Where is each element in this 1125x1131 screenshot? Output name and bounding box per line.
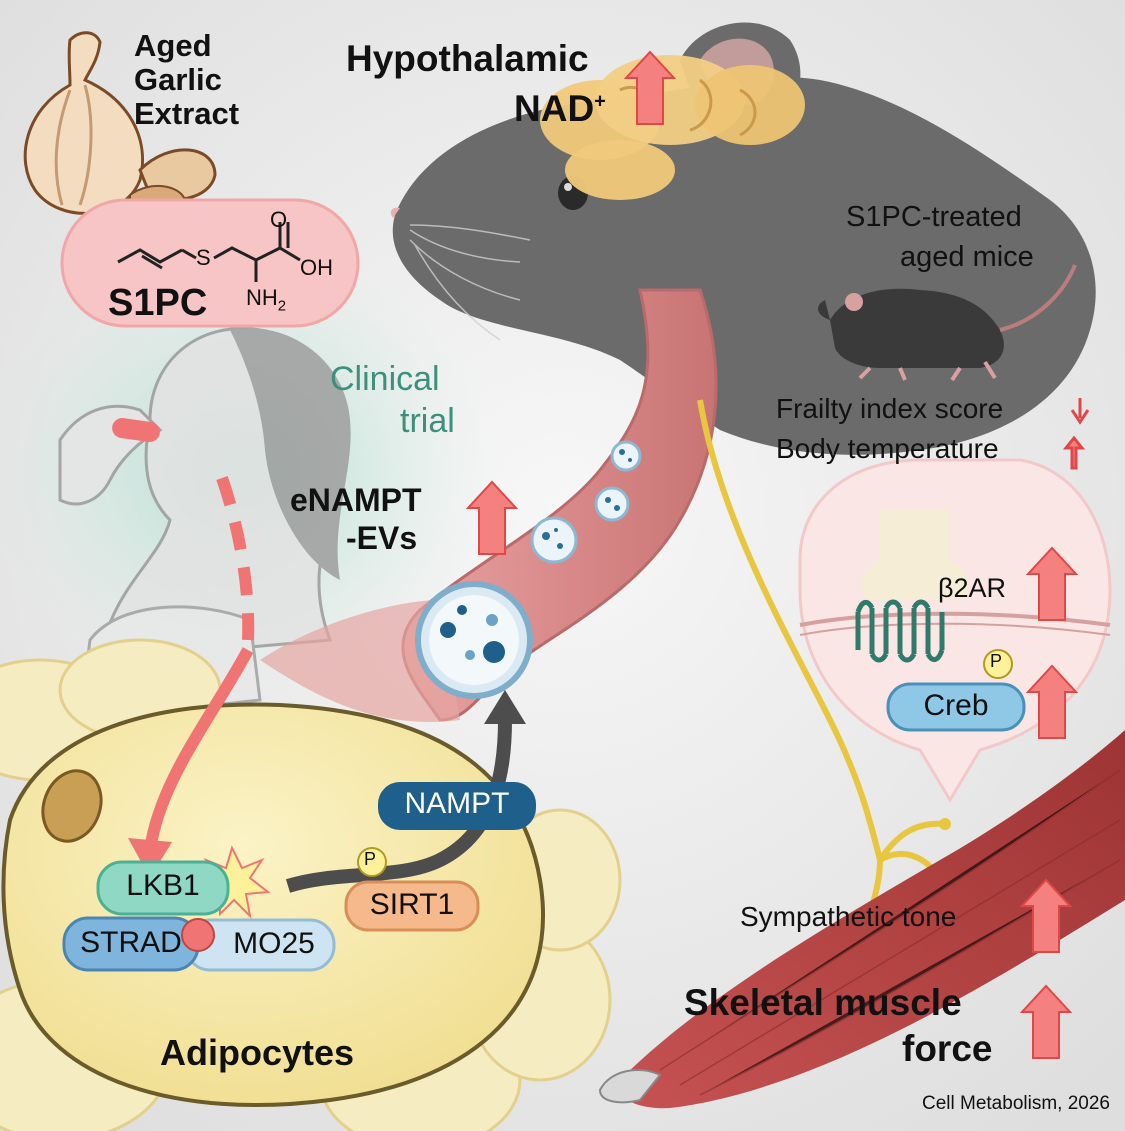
creb-p-label: P [990,651,1003,671]
s1pc-label: S1PC [108,282,208,324]
sirt1-pill [344,880,480,932]
nad-up-icon [623,50,677,125]
frailty-down-icon [1070,398,1090,425]
garlic-label-1: Aged [134,28,212,63]
creb-label: Creb [923,689,989,722]
walking-mouse-icon [818,264,1077,382]
sirt1-label: SIRT1 [369,888,455,921]
muscle-fibers [659,769,1121,1096]
nad-superscript: + [594,90,606,113]
mice-label-2: aged mice [900,241,1034,273]
s1pc-pill [60,198,360,328]
skeletal-muscle [619,730,1125,1109]
enampt-up-icon [465,480,519,555]
b2ar-receptor-icon [855,599,945,663]
body-temp-label: Body temperature [776,433,999,464]
mo25-label: MO25 [233,927,315,960]
chem-nh2: NH2 [246,286,286,314]
clinical-label-2: trial [400,402,455,440]
secretion-arrowhead [484,690,526,724]
small-arrows [1062,398,1090,470]
creb-phospho [983,649,1013,679]
ingestion-dashed-path [216,476,255,641]
nampt-pill [378,782,536,830]
enampt-label-2: -EVs [346,520,418,556]
creb-pill [886,682,1026,732]
adipocytes-label: Adipocytes [160,1032,355,1073]
sympathetic-label: Sympathetic tone [740,901,957,932]
sirt1-p-label: P [364,849,377,869]
temperature-up-icon [1062,435,1086,470]
s1pc-structure [117,222,301,282]
extracellular-vesicles [415,440,642,699]
b2ar-label: β2AR [938,573,1007,603]
s1pc-uptake-arrow [144,647,254,851]
hypothalamic-label: Hypothalamic [346,38,589,79]
frailty-label: Frailty index score [776,393,1004,424]
sirt1-phospho [357,847,387,877]
synapse-inset [798,458,1112,803]
chem-o: O [270,207,288,232]
nerve-terminal [861,510,969,600]
s1pc-uptake-arrowhead [128,838,172,878]
chem-nh-subscript: 2 [277,297,287,315]
nad-text: NAD [514,88,595,129]
whiskers [409,224,531,341]
muscle-up-icon [1019,984,1073,1059]
muscle-label-2: force [902,1028,993,1069]
clinical-label-1: Clinical [330,360,440,398]
garlic-label-2: Garlic [134,62,222,97]
enampt-label-1: eNAMPT [290,482,422,518]
chem-oh: OH [300,255,333,280]
nucleus [41,769,103,843]
sympathetic-up-icon [1019,878,1073,953]
mice-label-1: S1PC-treated [846,201,1022,233]
up-arrows [465,50,1079,1059]
lkb1-label: LKB1 [126,869,200,902]
citation-label: Cell Metabolism, 2026 [922,1093,1110,1114]
capsule-icon [112,418,160,442]
creb-up-icon [1025,664,1079,739]
garlic-label-3: Extract [134,96,240,131]
nad-label: NAD+ [514,88,606,129]
muscle-label-1: Skeletal muscle [684,982,962,1023]
tendon [598,1069,662,1104]
lkb1-pill [96,860,230,916]
b2ar-up-icon [1025,546,1079,621]
chem-nh: NH [246,285,278,310]
chem-s: S [196,245,211,270]
nampt-label: NAMPT [404,787,510,820]
secretion-arrow [285,719,512,893]
complex-center [181,918,215,952]
strad-label: STRAD [80,926,182,959]
vessel-base [260,600,460,722]
